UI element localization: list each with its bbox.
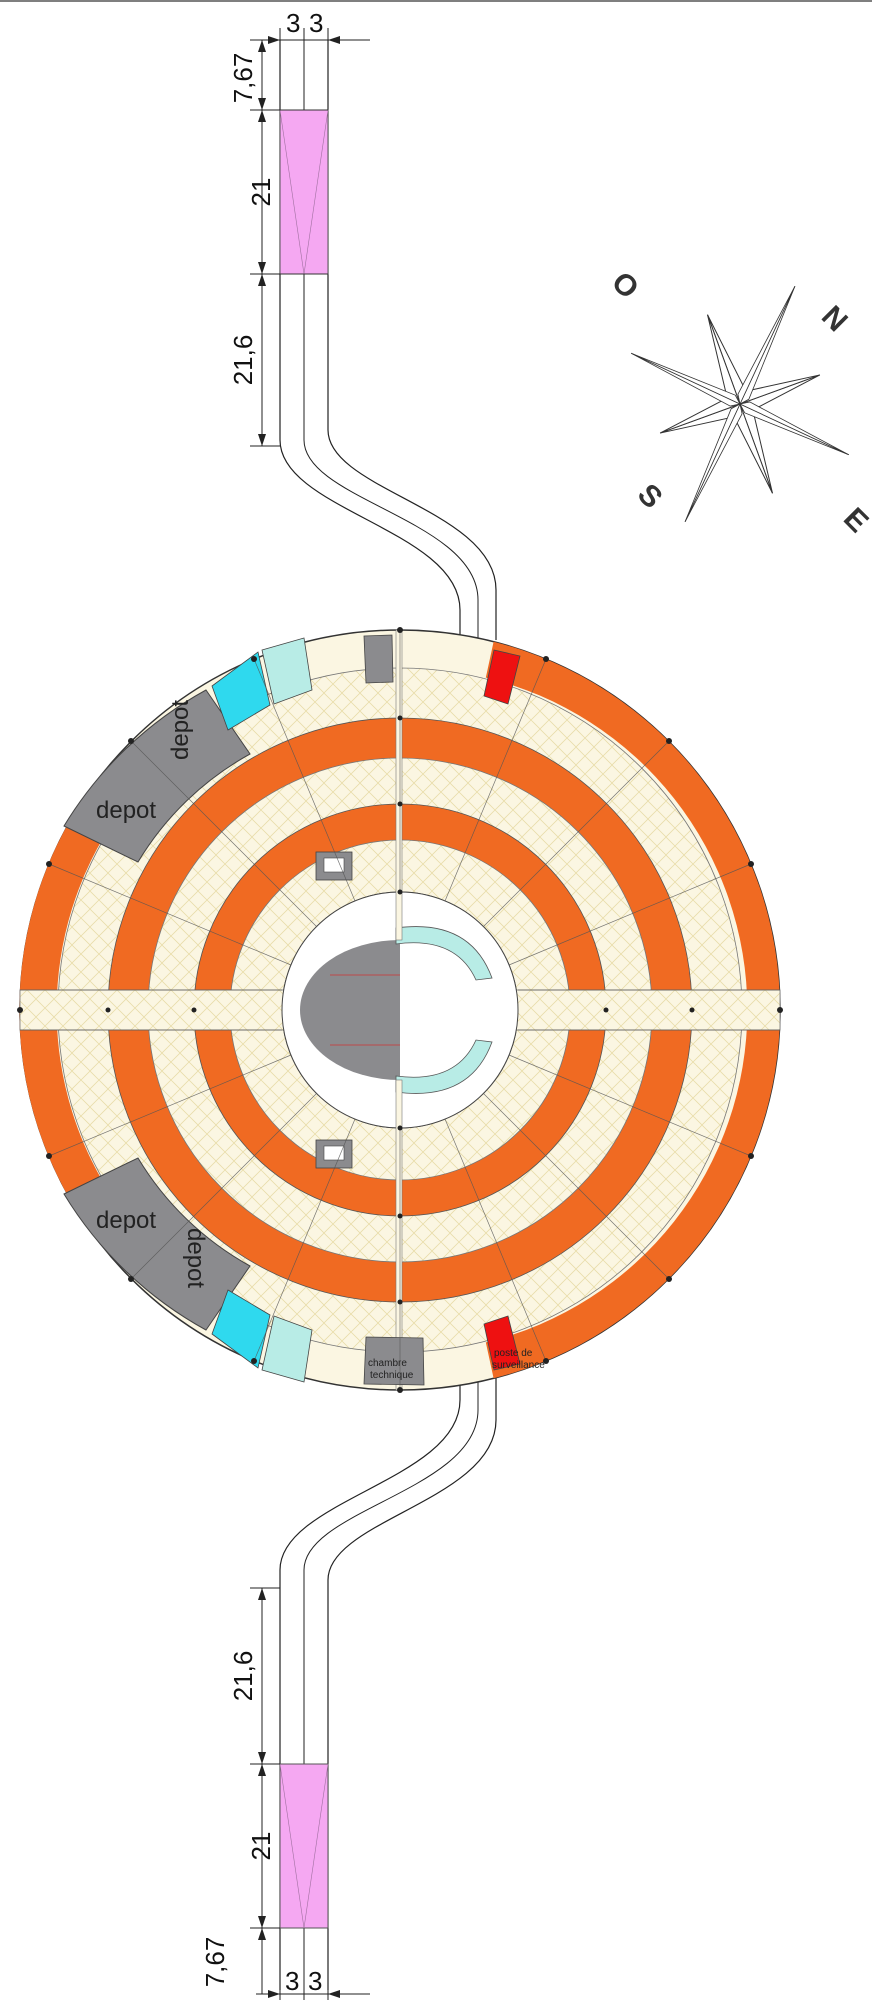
cyan-block-lower [211,1289,271,1369]
bottom-width-left-label: 3 [285,1966,299,1996]
circular-building: shopping chariot depot depot depot depot [17,627,783,1393]
depot-upper-label-1: depot [96,797,156,824]
bottom-width-dimension: 3 3 [256,1966,370,2000]
bottom-end-dim-label: 7,67 [200,1937,230,1988]
bottom-pink-zone [279,1763,329,1929]
compass-north-label: N [815,300,854,339]
top-approach-dim-label: 21,6 [228,335,258,386]
grey-chamber-upper [363,634,394,684]
surveillance-label-2: surveillance [492,1360,545,1371]
pale-cyan-block-upper [261,637,313,705]
top-zone-dim-label: 21 [246,178,276,207]
depot-upper-label-2: depot [167,700,194,760]
cyan-block-upper [211,651,271,731]
top-pink-zone [279,109,329,275]
top-width-right-label: 3 [309,8,323,38]
bottom-width-right-label: 3 [308,1966,322,1996]
depot-lower-wedge [63,1157,251,1331]
pale-cyan-block-lower [261,1315,313,1383]
chambre-label-2: technique [370,1370,414,1381]
top-width-dimension: 3 3 [256,8,370,48]
surveillance-label-1: poste de [494,1348,533,1359]
depot-lower-label-2: depot [182,1228,209,1288]
bottom-vertical-dimensions: 21,6 21 7,67 [200,1587,280,1994]
outer-orange-ring-right [485,641,781,1379]
compass-east-label: E [837,502,872,539]
chambre-label-1: chambre [368,1358,407,1369]
compass-rose [631,285,849,523]
top-end-dim-label: 7,67 [228,53,258,104]
chambre-technique-block [363,1336,425,1386]
surveillance-block-upper [483,649,521,705]
depot-lower-label-1: depot [96,1207,156,1234]
depot-upper-wedge [63,689,251,863]
top-width-left-label: 3 [286,8,300,38]
compass-south-label: S [631,478,668,515]
bottom-approach-dim-label: 21,6 [228,1651,258,1702]
surveillance-block-lower [483,1315,521,1371]
outer-orange-ring-left [19,795,118,1225]
top-vertical-dimensions: 7,67 21 21,6 [228,39,280,447]
top-access-road [279,39,497,640]
bottom-access-road [279,1370,497,1990]
compass-west-label: O [605,266,645,306]
bottom-zone-dim-label: 21 [246,1832,276,1861]
